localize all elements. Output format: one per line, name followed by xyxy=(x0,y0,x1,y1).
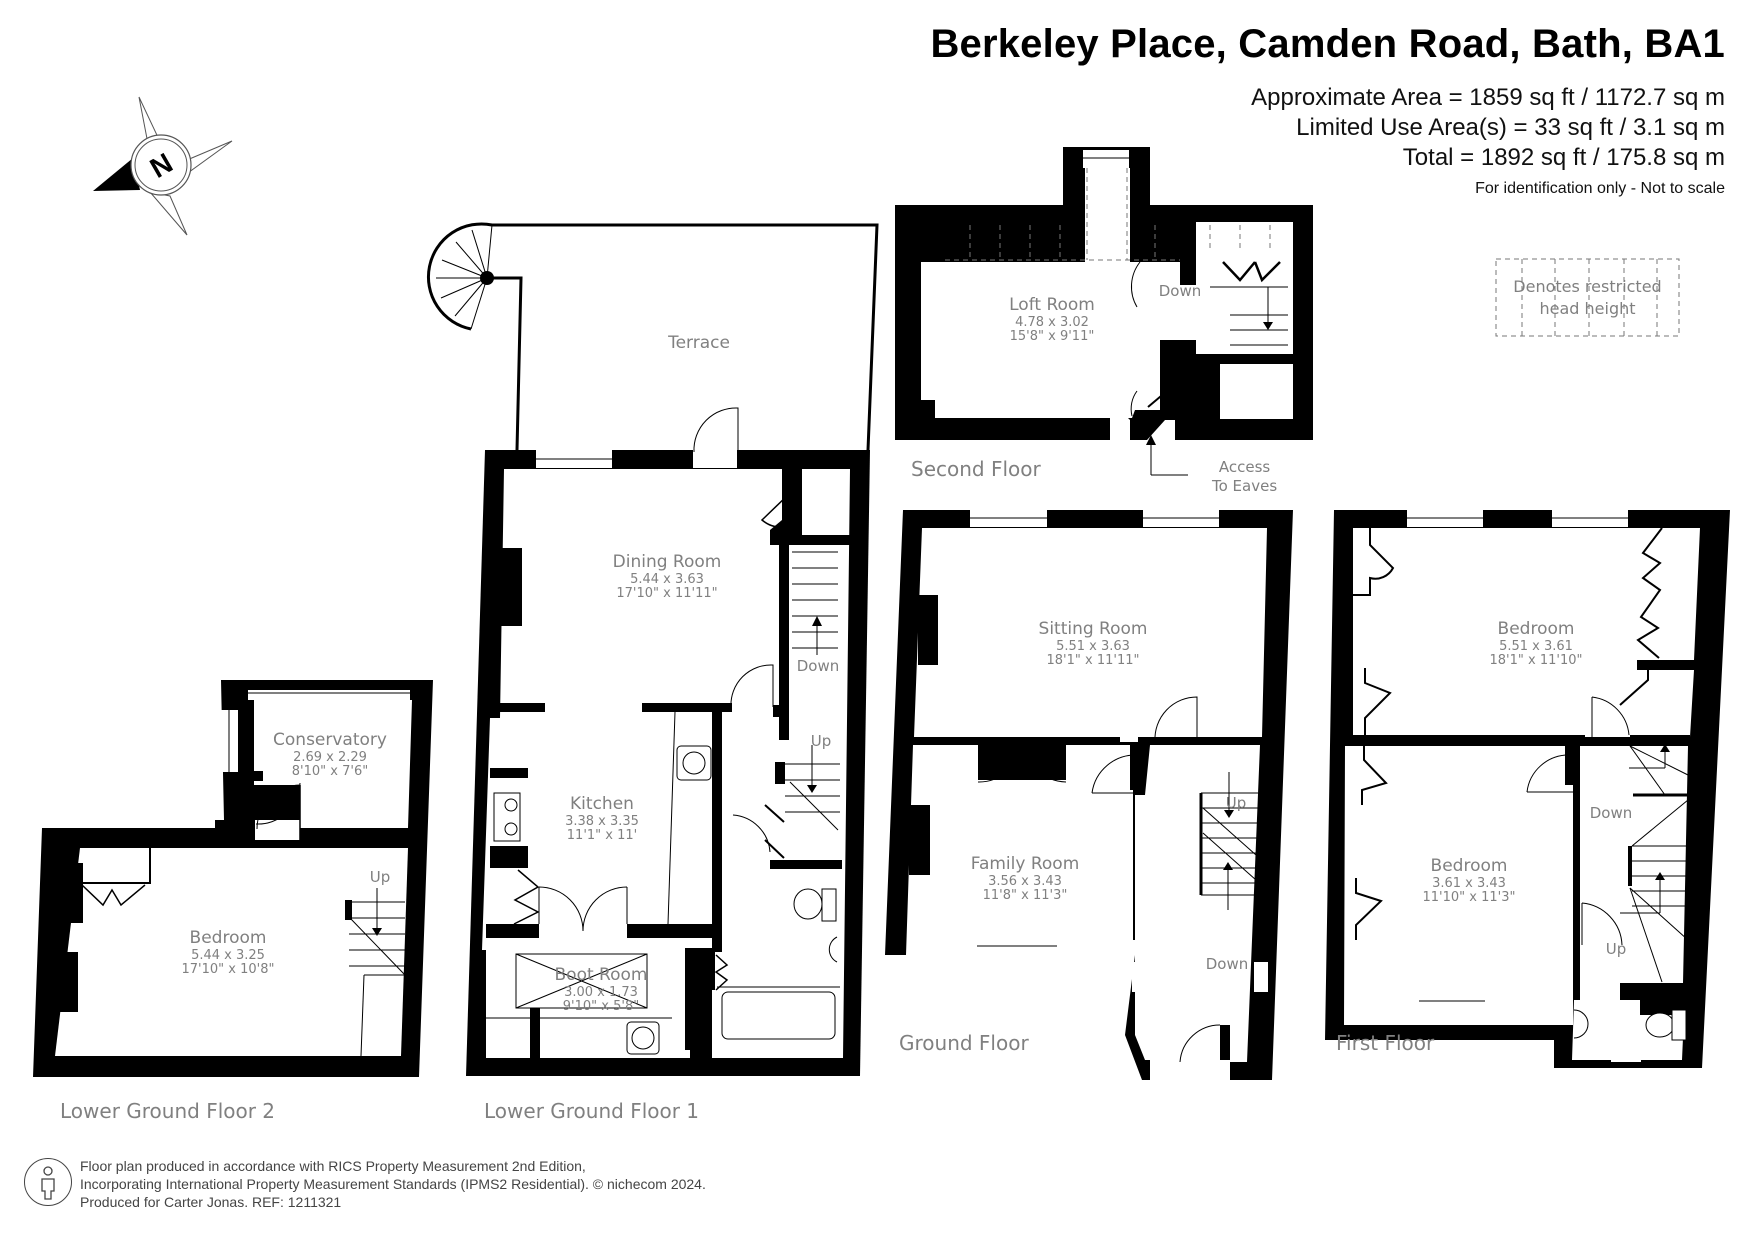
person-icon xyxy=(24,1158,72,1206)
total-area: Total = 1892 sq ft / 175.8 sq m xyxy=(1402,144,1725,171)
stair-label-down: Down xyxy=(1158,282,1202,300)
room-label-bedroom-front: Bedroom 5.51 x 3.61 18'1" x 11'10" xyxy=(1489,619,1583,669)
legend-line-2: head height xyxy=(1539,299,1636,318)
stair-label-down: Down xyxy=(1589,804,1633,822)
room-label-bedroom-lg2: Bedroom 5.44 x 3.25 17'10" x 10'8" xyxy=(181,928,275,978)
stair-label-down: Down xyxy=(796,657,840,675)
floor-label-lower-ground-1: Lower Ground Floor 1 xyxy=(484,1099,700,1123)
lower-ground-floor-1-plan xyxy=(426,222,879,1076)
identification-note: For identification only - Not to scale xyxy=(1475,180,1725,197)
stair-label-up: Up xyxy=(1605,940,1627,958)
footer-disclaimer: Floor plan produced in accordance with R… xyxy=(80,1157,706,1211)
legend-line-1: Denotes restricted xyxy=(1513,277,1662,296)
access-to-eaves-label: Access To Eaves xyxy=(1212,458,1278,495)
restricted-head-height-legend: Denotes restricted head height xyxy=(1495,258,1680,337)
second-floor-plan xyxy=(895,147,1313,476)
stair-label-up: Up xyxy=(810,732,832,750)
lower-ground-floor-2-plan xyxy=(33,680,433,1077)
stair-label-up: Up xyxy=(369,868,391,886)
footer-line-1: Floor plan produced in accordance with R… xyxy=(80,1158,586,1174)
room-label-family-room: Family Room 3.56 x 3.43 11'8" x 11'3" xyxy=(970,854,1080,904)
approximate-area: Approximate Area = 1859 sq ft / 1172.7 s… xyxy=(1251,84,1725,111)
floor-label-ground: Ground Floor xyxy=(899,1031,1029,1055)
room-label-conservatory: Conservatory 2.69 x 2.29 8'10" x 7'6" xyxy=(273,730,387,780)
room-label-dining-room: Dining Room 5.44 x 3.63 17'10" x 11'11" xyxy=(612,552,722,602)
limited-use-area: Limited Use Area(s) = 33 sq ft / 3.1 sq … xyxy=(1296,114,1725,141)
room-label-terrace: Terrace xyxy=(668,333,730,353)
floor-label-first: First Floor xyxy=(1336,1031,1435,1055)
floor-label-lower-ground-2: Lower Ground Floor 2 xyxy=(60,1099,276,1123)
room-label-sitting-room: Sitting Room 5.51 x 3.63 18'1" x 11'11" xyxy=(1038,619,1148,669)
room-label-bedroom-rear: Bedroom 3.61 x 3.43 11'10" x 11'3" xyxy=(1422,856,1516,906)
room-label-kitchen: Kitchen 3.38 x 3.35 11'1" x 11' xyxy=(565,794,639,844)
first-floor-plan xyxy=(1325,509,1730,1068)
floor-label-second: Second Floor xyxy=(911,457,1041,481)
footer-line-2: Incorporating International Property Mea… xyxy=(80,1176,706,1192)
room-label-loft-room: Loft Room 4.78 x 3.02 15'8" x 9'11" xyxy=(1009,295,1095,345)
page-title: Berkeley Place, Camden Road, Bath, BA1 xyxy=(930,22,1725,66)
room-label-boot-room: Boot Room 3.00 x 1.73 9'10" x 5'8" xyxy=(554,965,648,1015)
person-glyph-icon xyxy=(41,1166,55,1200)
ground-floor-plan xyxy=(885,509,1293,1080)
stair-label-down: Down xyxy=(1205,955,1249,973)
footer-line-3: Produced for Carter Jonas. REF: 1211321 xyxy=(80,1194,342,1210)
stair-label-up: Up xyxy=(1225,794,1247,812)
compass-north-icon: N xyxy=(93,96,233,236)
dashed-box-icon xyxy=(1495,258,1680,337)
